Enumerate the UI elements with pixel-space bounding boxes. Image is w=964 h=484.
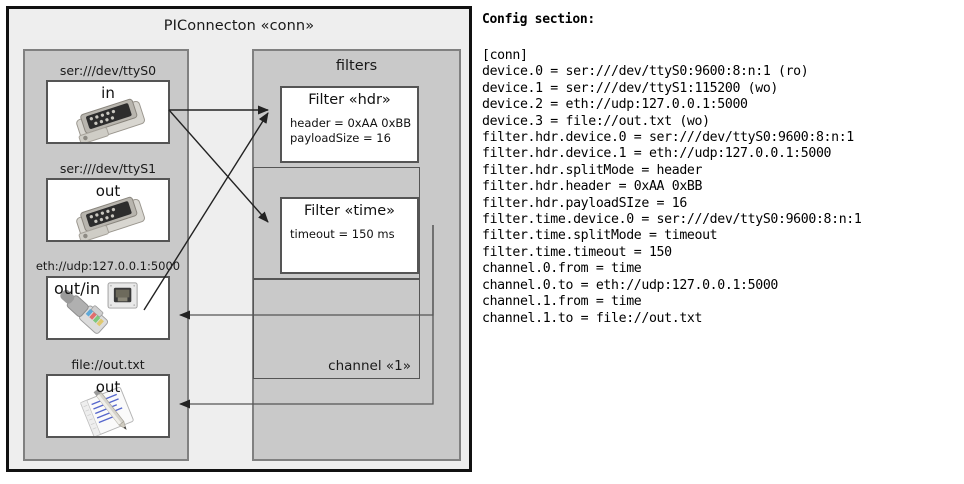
device-direction-ttys0: in [101,84,115,102]
text-document-icon [48,376,168,436]
device-label-ttys0: ser:///dev/ttyS0 [59,63,157,78]
filters-group: filters channel «0» channel «1» Filter «… [252,49,461,461]
device-direction-file: out [95,378,121,396]
filter-title-hdr: Filter «hdr» [308,92,391,108]
devices-group: ser:///dev/ttyS0 in [23,49,189,461]
device-label-ttys1: ser:///dev/ttyS1 [59,161,157,176]
device-cell-eth[interactable]: eth://udp:127.0.0.1:5000 out/in [25,259,191,340]
ethernet-jack-icon [48,278,168,338]
serial-port-icon [48,82,168,142]
device-direction-eth: out/in [54,279,101,298]
filter-props-time: timeout = 150 ms [290,227,413,242]
config-section: Config section: [conn] device.0 = ser://… [481,8,961,478]
config-heading: Config section: [482,12,595,27]
device-label-eth: eth://udp:127.0.0.1:5000 [35,259,181,273]
device-cell-ttys1[interactable]: ser:///dev/ttyS1 out [25,161,191,242]
filter-props-hdr: header = 0xAA 0xBB payloadSize = 16 [290,116,413,146]
filter-title-time: Filter «time» [303,203,396,219]
device-box-ttys1[interactable]: out [46,178,170,242]
config-code-block: [conn] device.0 = ser:///dev/ttyS0:9600:… [482,48,862,326]
component-container: PIConnecton «conn» ser:///dev/ttyS0 in [6,6,472,472]
device-box-file[interactable]: out [46,374,170,438]
filters-group-title: filters [335,58,378,74]
device-direction-ttys1: out [95,182,121,200]
device-box-eth[interactable]: out/in [46,276,170,340]
filter-prop: header = 0xAA 0xBB [290,116,412,130]
channel-label-1: channel «1» [328,358,411,374]
device-cell-file[interactable]: file://out.txt out [25,357,191,438]
serial-port-icon [48,180,168,240]
filter-prop: payloadSize = 16 [290,131,391,145]
device-label-file: file://out.txt [71,357,145,372]
device-box-ttys0[interactable]: in [46,80,170,144]
filter-box-hdr[interactable]: Filter «hdr» header = 0xAA 0xBB payloadS… [280,86,419,163]
component-title: PIConnecton «conn» [163,18,315,34]
filter-prop: timeout = 150 ms [290,227,395,241]
filter-box-time[interactable]: Filter «time» timeout = 150 ms [280,197,419,274]
channel-box-1[interactable]: channel «1» [253,279,420,379]
device-cell-ttys0[interactable]: ser:///dev/ttyS0 in [25,63,191,144]
